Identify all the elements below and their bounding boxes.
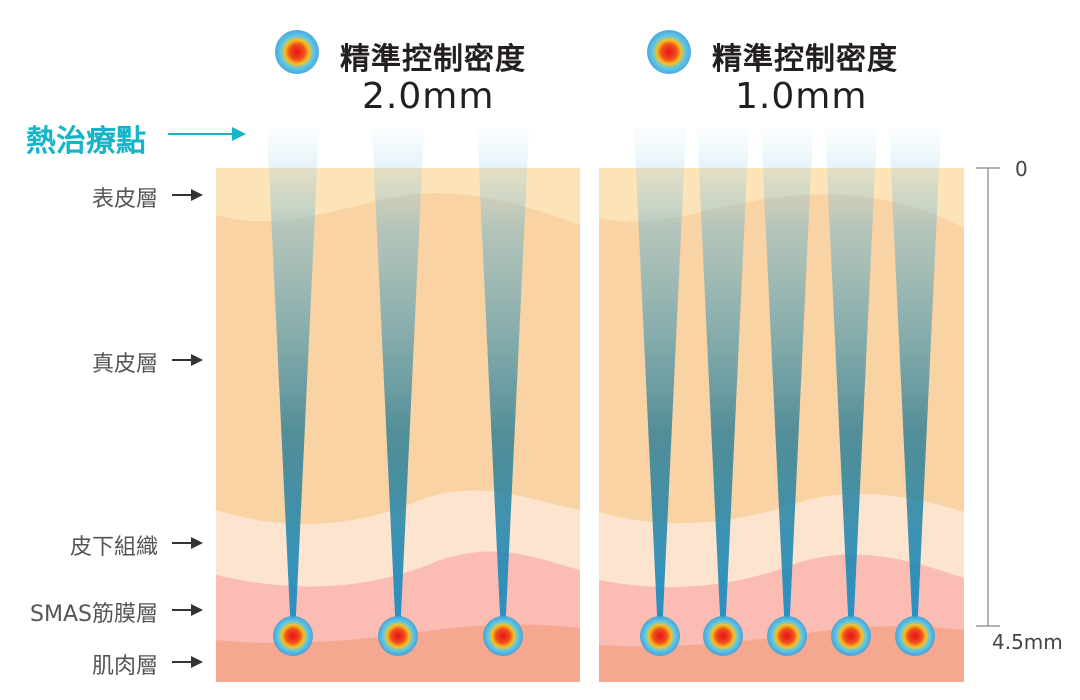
- layer-label-muscle: 肌肉層: [91, 654, 158, 679]
- beam-group: [267, 128, 941, 636]
- treatment-arrow-icon: [232, 127, 246, 141]
- arrow-right-icon: [191, 537, 203, 549]
- panel-right-density: 1.0mm: [735, 76, 868, 117]
- thermal-point: [483, 616, 523, 656]
- treatment-point-label: 熱治療點: [26, 124, 146, 159]
- ultrasound-beam: [697, 128, 749, 636]
- depth-scale: [976, 167, 1000, 627]
- ultrasound-beam: [761, 128, 813, 636]
- layer-label-subcutaneous: 皮下組織: [69, 535, 158, 560]
- layer-label-epidermis: 表皮層: [91, 187, 158, 212]
- arrow-right-icon: [191, 189, 203, 201]
- thermal-point: [273, 616, 313, 656]
- depth-scale-top-label: 0: [1015, 157, 1028, 181]
- hotspot-icon: [647, 30, 691, 74]
- arrow-right-icon: [191, 656, 203, 668]
- hotspot-group: [273, 616, 935, 656]
- thermal-point: [640, 616, 680, 656]
- ultrasound-beam: [889, 128, 941, 636]
- panel-left-title: 精準控制密度: [340, 42, 526, 77]
- layer-label-dermis: 真皮層: [91, 352, 158, 377]
- ultrasound-beam: [372, 128, 424, 636]
- layer-label-smas: SMAS筋膜層: [30, 602, 158, 627]
- thermal-point: [767, 616, 807, 656]
- depth-scale-bottom-label: 4.5mm: [992, 630, 1063, 654]
- thermal-point: [703, 616, 743, 656]
- thermal-point: [895, 616, 935, 656]
- arrow-right-icon: [191, 354, 203, 366]
- thermal-point: [378, 616, 418, 656]
- layer-arrows: [172, 189, 203, 668]
- ultrasound-beam: [267, 128, 319, 636]
- panel-right-title: 精準控制密度: [712, 42, 898, 77]
- ultrasound-beam: [825, 128, 877, 636]
- arrow-right-icon: [191, 604, 203, 616]
- ultrasound-beam: [634, 128, 686, 636]
- hotspot-icon: [275, 30, 319, 74]
- panel-left-density: 2.0mm: [362, 76, 495, 117]
- ultrasound-beam: [477, 128, 529, 636]
- thermal-point: [831, 616, 871, 656]
